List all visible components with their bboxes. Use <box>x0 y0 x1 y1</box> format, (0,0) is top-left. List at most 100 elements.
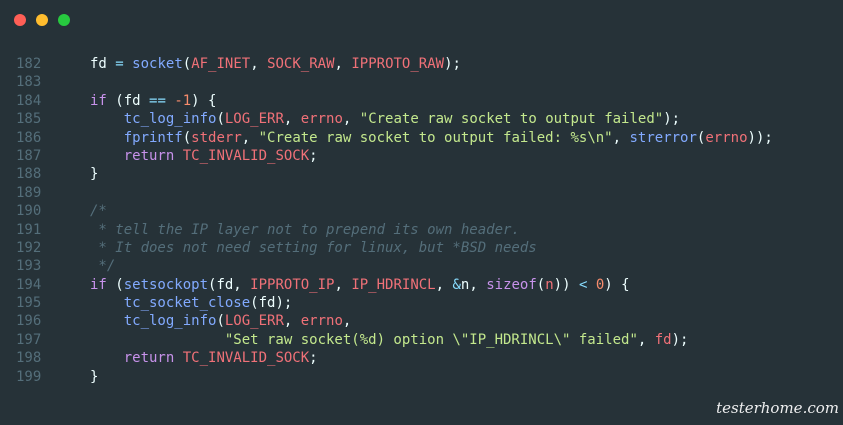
code-token: IPPROTO_IP <box>250 276 335 293</box>
code-text: return TC_INVALID_SOCK; <box>90 147 318 165</box>
line-number: 193 <box>16 258 42 275</box>
code-token: setsockopt <box>123 276 209 293</box>
line-number: 187 <box>16 147 42 164</box>
code-token: */ <box>90 258 116 275</box>
code-token: fprintf <box>123 129 183 146</box>
code-text: tc_socket_close(fd); <box>90 294 293 312</box>
title-bar <box>0 0 843 44</box>
code-token: AF_INET <box>191 56 251 72</box>
code-token: , <box>342 313 352 330</box>
code-text: fd = socket(AF_INET, SOCK_RAW, IPPROTO_R… <box>90 55 461 73</box>
code-token: ( <box>182 56 192 72</box>
code-token: (fd <box>106 92 150 109</box>
code-token: return <box>123 147 175 164</box>
code-token: , <box>334 56 352 72</box>
code-token: , <box>283 313 301 330</box>
line-number: 190 <box>16 203 42 220</box>
code-text: } <box>90 165 98 183</box>
code-token: tc_log_info <box>123 111 217 128</box>
code-token <box>90 148 124 164</box>
code-token <box>90 350 124 366</box>
code-token: fd <box>654 331 672 348</box>
code-line: 186 fprintf ( stderr, "Create raw socket t… <box>0 129 843 147</box>
line-number: 198 <box>16 350 42 367</box>
line-number: 188 <box>16 166 42 183</box>
code-line: 191 * tell the IP layer not to prepend i… <box>0 221 843 239</box>
code-text: * tell the IP layer not to prepend its o… <box>90 221 520 239</box>
code-line: 195 tc_socket_close(fd); <box>0 294 843 312</box>
code-token: errno <box>705 129 748 146</box>
code-token: 0 <box>595 276 605 293</box>
code-token <box>90 130 124 146</box>
code-token <box>90 111 124 127</box>
code-line: 183 <box>0 73 843 91</box>
code-token: * tell the IP layer not to prepend its o… <box>90 221 520 238</box>
code-text: tc_log_info(LOG_ERR, errno, <box>90 312 352 330</box>
code-line: 194 if (setsockopt(fd, IPPROTO_IP, IP_HDR… <box>0 276 843 294</box>
code-token: if <box>90 276 107 293</box>
code-text: fprintf ( stderr, "Create raw socket to ou… <box>90 129 773 147</box>
code-line: 199} <box>0 368 843 386</box>
code-token: ); <box>663 111 681 128</box>
code-token: ); <box>444 56 461 72</box>
line-number: 197 <box>16 331 42 348</box>
code-token: ( <box>696 129 706 146</box>
code-token <box>124 56 132 72</box>
code-line: 185 tc_log_info(LOG_ERR, errno, "Create … <box>0 110 843 128</box>
code-token: (fd); <box>250 295 293 312</box>
code-token: )); <box>747 129 773 146</box>
code-token: stderr <box>191 129 242 146</box>
code-token: if <box>90 92 107 109</box>
code-token <box>90 295 124 311</box>
code-token: ( <box>106 276 124 293</box>
code-token: TC_INVALID_SOCK <box>182 147 310 164</box>
zoom-button[interactable] <box>58 14 70 26</box>
code-token: == <box>149 92 166 109</box>
line-number: 194 <box>16 276 42 293</box>
code-text: "Set raw socket(%d) option \"IP_HDRINCL\… <box>90 331 689 349</box>
code-token: = <box>115 56 124 72</box>
line-number: 183 <box>16 74 42 91</box>
code-text: } <box>90 368 98 386</box>
code-token: , <box>250 56 268 72</box>
code-token: "Create raw socket to output failed" <box>359 111 664 128</box>
code-token: ( <box>536 276 546 293</box>
code-token: )) <box>553 276 579 293</box>
line-number: 185 <box>16 111 42 128</box>
code-token: "Create raw socket to output failed: %s\… <box>258 129 613 146</box>
code-token: fd <box>90 56 116 72</box>
code-text: if (setsockopt(fd, IPPROTO_IP, IP_HDRINC… <box>90 276 630 294</box>
code-token <box>90 313 124 329</box>
code-line: 187 return TC_INVALID_SOCK; <box>0 147 843 165</box>
close-button[interactable] <box>14 14 26 26</box>
code-token: socket <box>132 56 183 72</box>
code-token: , <box>334 276 352 293</box>
code-token <box>90 332 225 348</box>
code-token: , <box>435 276 453 293</box>
code-token: , <box>283 111 301 128</box>
line-number: 186 <box>16 129 42 146</box>
watermark: testerhome.com <box>716 399 839 417</box>
code-token <box>174 148 182 164</box>
line-number: 182 <box>16 56 42 72</box>
code-token: LOG_ERR <box>224 111 284 128</box>
code-token: strerror <box>629 129 697 146</box>
code-token: n <box>545 276 554 293</box>
code-line: 189 <box>0 184 843 202</box>
code-token: tc_log_info <box>123 313 217 330</box>
code-token: ) { <box>191 92 217 109</box>
code-token: IP_HDRINCL <box>351 276 436 293</box>
line-number: 199 <box>16 368 42 385</box>
code-text: if (fd == -1) { <box>90 92 216 110</box>
line-number: 192 <box>16 239 42 256</box>
code-token: & <box>452 276 461 293</box>
code-token: ( <box>216 313 225 330</box>
code-token: , <box>241 129 259 146</box>
code-token: TC_INVALID_SOCK <box>182 350 310 367</box>
code-token <box>587 277 595 293</box>
code-token: SOCK_RAW <box>267 56 335 72</box>
line-number: 189 <box>16 184 42 201</box>
minimize-button[interactable] <box>36 14 48 26</box>
